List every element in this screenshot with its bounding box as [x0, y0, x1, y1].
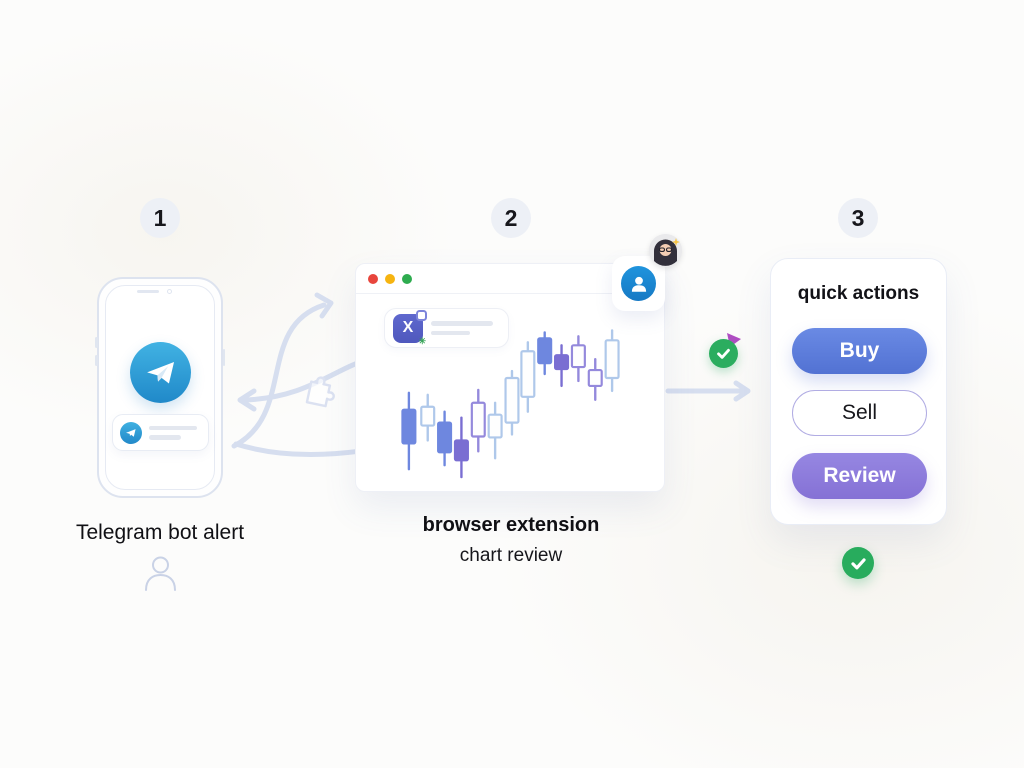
maximize-window-icon[interactable] [402, 274, 412, 284]
candle [470, 401, 486, 438]
candle [401, 408, 417, 445]
phone-volume-button [95, 355, 98, 366]
extension-text-placeholder [431, 321, 493, 335]
candle [554, 354, 570, 371]
candle [420, 405, 436, 427]
extension-pill[interactable]: X ✳ [384, 308, 509, 348]
buy-button[interactable]: Buy [792, 328, 927, 374]
quick-actions-panel: quick actions Buy Sell Review [770, 258, 947, 525]
extension-icon: X ✳ [393, 309, 427, 346]
candle [520, 350, 536, 398]
check-mid-icon [709, 339, 738, 368]
review-button[interactable]: Review [792, 453, 927, 499]
arrow-to-browser-head [314, 292, 334, 319]
candle [453, 439, 469, 462]
step-3-number: 3 [851, 204, 865, 231]
phone-volume-button [95, 337, 98, 348]
browser-profile-card[interactable] [612, 256, 665, 311]
puzzle-icon [305, 376, 335, 408]
step-2-badge: 2 [491, 198, 531, 238]
quick-actions-title: quick actions [797, 283, 920, 304]
candle [604, 339, 620, 380]
step-1-badge: 1 [140, 198, 180, 238]
user-avatar-icon [621, 266, 656, 301]
notification-text-placeholder [149, 425, 197, 440]
step-3-badge: 3 [838, 198, 878, 238]
profile-photo [649, 234, 682, 267]
step-2-number: 2 [504, 204, 518, 231]
close-window-icon[interactable] [368, 274, 378, 284]
step-2-caption-sub: chart review [459, 545, 563, 566]
arrow-to-actions-head [733, 380, 751, 402]
candle [437, 421, 453, 454]
star-icon [672, 238, 680, 246]
user-outline-icon [145, 556, 176, 591]
candle [504, 376, 520, 424]
extension-sparkle-icon: ✳ [418, 335, 426, 346]
telegram-logo-icon [130, 342, 191, 403]
candle [570, 344, 586, 369]
browser-topbar [356, 264, 664, 294]
candle [537, 337, 553, 365]
check-done-icon [842, 547, 874, 579]
step-1-number: 1 [153, 204, 167, 231]
step-1-caption: Telegram bot alert [75, 521, 245, 544]
phone-speaker [137, 290, 159, 293]
arrow-to-browser [231, 302, 327, 449]
telegram-notification[interactable] [112, 414, 209, 451]
extension-badge-square [416, 309, 427, 321]
arrow-to-phone-head [237, 388, 257, 412]
minimize-window-icon[interactable] [385, 274, 395, 284]
candle [487, 413, 503, 439]
phone-power-button [222, 349, 225, 366]
phone-mockup [95, 277, 225, 498]
sell-button[interactable]: Sell [792, 390, 927, 436]
step-2-caption-bold: browser extension [422, 514, 600, 536]
phone-camera-dot [167, 289, 172, 294]
telegram-mini-icon [120, 421, 142, 444]
candle [587, 368, 603, 388]
